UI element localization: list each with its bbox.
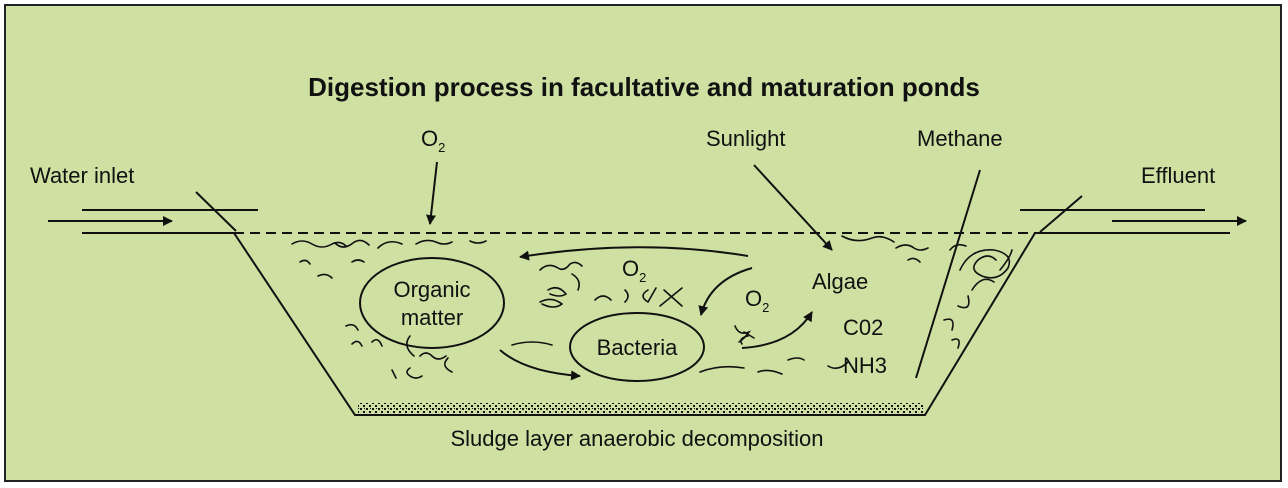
nh3-label: NH3 xyxy=(843,353,887,378)
arrow-algae-to-organic xyxy=(519,246,749,261)
inlet-pointer-line xyxy=(195,191,237,232)
organism-squiggles xyxy=(291,235,1013,379)
pond-basin-outline xyxy=(82,232,1230,416)
arrow-organic-to-bacteria xyxy=(499,349,581,381)
bacteria-node xyxy=(569,312,705,382)
methane-line xyxy=(915,169,981,379)
bacteria-label: Bacteria xyxy=(597,335,678,360)
o2-top-arrow xyxy=(426,161,438,225)
algae-label: Algae xyxy=(812,269,868,294)
o2-middle-label: O2 xyxy=(622,256,646,285)
o2-right-label: O2 xyxy=(745,286,769,315)
sludge-layer xyxy=(358,403,923,414)
sludge-layer-label: Sludge layer anaerobic decomposition xyxy=(450,426,823,451)
effluent-pointer-line xyxy=(1039,195,1083,233)
diagram-title: Digestion process in facultative and mat… xyxy=(308,72,980,102)
sunlight-arrow xyxy=(753,164,833,251)
diagram-frame xyxy=(4,4,1282,482)
sunlight-label: Sunlight xyxy=(706,126,786,151)
organic-matter-node xyxy=(359,257,505,349)
arrow-bacteria-to-algae xyxy=(741,311,813,349)
organic-matter-label: Organic xyxy=(393,277,470,302)
arrow-o2-to-bacteria xyxy=(698,267,753,316)
water-inlet-label: Water inlet xyxy=(30,163,134,188)
effluent-label: Effluent xyxy=(1141,163,1215,188)
co2-label: C02 xyxy=(843,315,883,340)
organic-matter-label-2: matter xyxy=(401,305,463,330)
o2-top-label: O2 xyxy=(421,126,445,155)
methane-label: Methane xyxy=(917,126,1003,151)
